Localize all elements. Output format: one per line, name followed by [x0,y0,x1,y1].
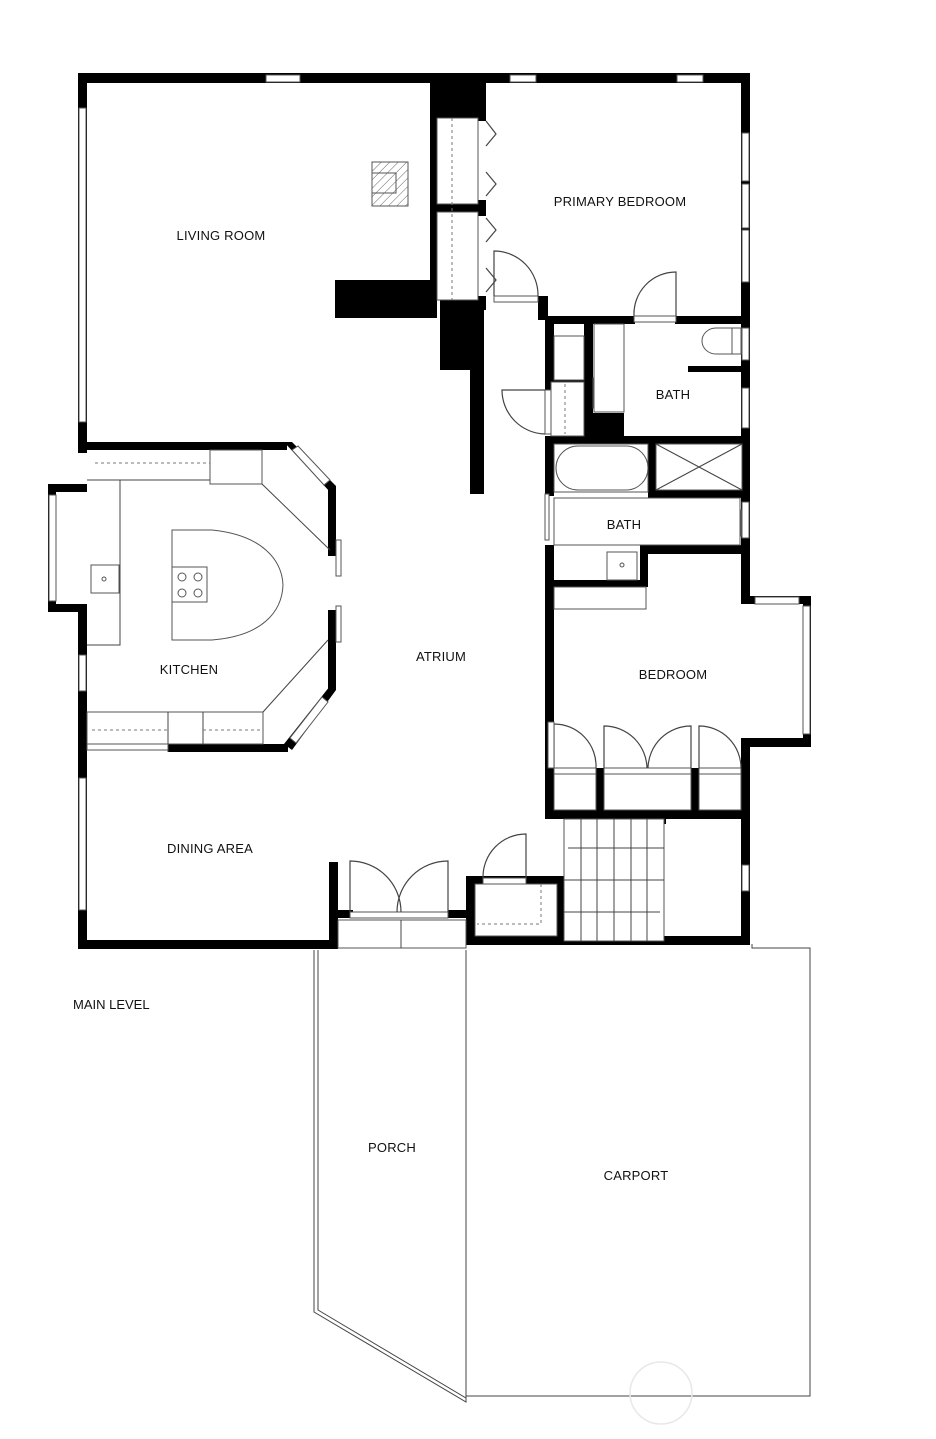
room-label-bedroom: BEDROOM [639,667,708,682]
level-label: MAIN LEVEL [73,997,150,1012]
kitchen-island [171,529,284,641]
room-label-bath-primary: BATH [656,387,691,402]
room-label-kitchen: KITCHEN [160,662,218,677]
window-icon [48,74,811,911]
vanity-counter [593,323,625,413]
room-label-porch: PORCH [368,1140,416,1155]
shower-icon [655,443,743,491]
carport-outline [465,944,811,1397]
bedroom-shelf [553,586,647,610]
stairs-icon [563,818,665,942]
bathtub-icon [553,443,649,493]
room-label-dining-area: DINING AREA [167,841,253,856]
room-label-atrium: ATRIUM [416,649,466,664]
watermark-icon [629,1361,693,1425]
kitchen-counters [86,449,331,752]
closet-fixtures [436,117,497,301]
room-label-primary-bedroom: PRIMARY BEDROOM [554,194,687,209]
closet-fixtures [474,335,742,937]
bath-floor [553,497,741,546]
room-label-living-room: LIVING ROOM [177,228,266,243]
porch-outline [313,950,467,1403]
fireplace-icon [371,161,409,207]
room-label-bath-hall: BATH [607,517,642,532]
room-label-carport: CARPORT [604,1168,669,1183]
door-swing-icon [337,250,742,949]
cooktop-icon [171,566,208,603]
